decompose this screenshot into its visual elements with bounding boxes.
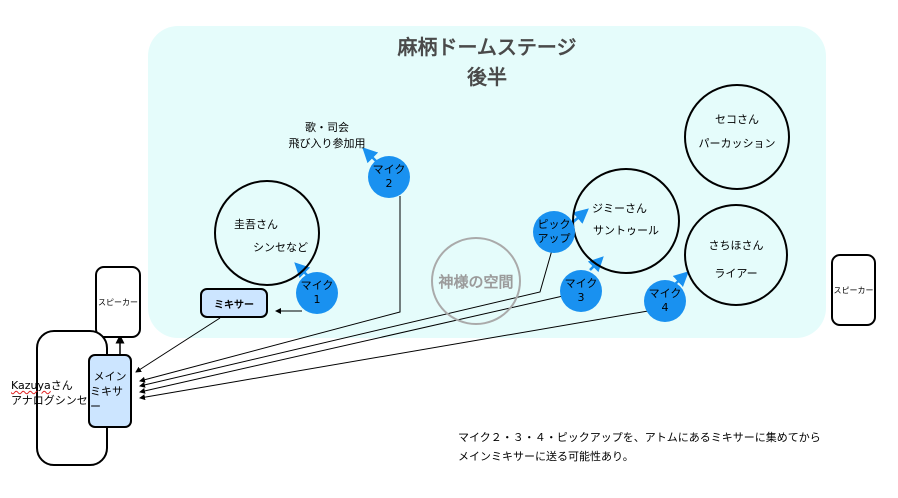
god-space-circle: 神様の空間 bbox=[431, 237, 521, 325]
pickup-mic: ピック アップ bbox=[533, 211, 575, 253]
performer-circle-seko bbox=[684, 84, 790, 190]
mic-1: マイク 1 bbox=[296, 272, 338, 314]
pickup-to-main-line bbox=[139, 249, 553, 388]
performer-circle-keigo bbox=[214, 180, 320, 286]
mic-3-number: 3 bbox=[577, 291, 585, 304]
kazuya-name: Kazuya bbox=[11, 379, 51, 392]
performer-seko-name: セコさん bbox=[715, 113, 759, 126]
mic-3: マイク 3 bbox=[560, 270, 602, 312]
performer-jimmy-role: サントゥール bbox=[593, 224, 659, 237]
mic2-to-main-line bbox=[139, 196, 401, 383]
mic-1-number: 1 bbox=[313, 293, 321, 306]
mic-4-number: 4 bbox=[661, 301, 669, 314]
mic4-to-main-line bbox=[139, 310, 649, 401]
mic-4-label: マイク bbox=[648, 287, 682, 300]
performer-keigo-role: シンセなど bbox=[253, 241, 308, 254]
pickup-line2: アップ bbox=[537, 232, 571, 245]
mic-2: マイク 2 bbox=[368, 156, 410, 198]
routing-note-line1: マイク２・３・４・ピックアップを、アトムにあるミキサーに集めてから bbox=[458, 431, 821, 444]
performer-circle-jimmy bbox=[572, 168, 680, 274]
stage-title: 麻柄ドームステージ 後半 bbox=[148, 32, 826, 92]
routing-note-line2: メインミキサーに送る可能性あり。 bbox=[458, 450, 634, 463]
mixer-to-main-line bbox=[135, 317, 221, 373]
pickup-line1: ピック bbox=[537, 218, 571, 231]
performer-seko-role: パーカッション bbox=[698, 137, 776, 150]
vocal-label-line2: 飛び入り参加用 bbox=[288, 137, 366, 150]
performer-sachiho-role: ライアー bbox=[714, 267, 758, 280]
performer-sachiho-name: さちほさん bbox=[708, 239, 764, 252]
vocal-label-line1: 歌・司会 bbox=[305, 121, 349, 134]
main-mixer-box: メイン ミキサー bbox=[88, 354, 132, 428]
speaker-right: スピーカー bbox=[831, 254, 876, 326]
kazuya-name-suffix: さん bbox=[50, 379, 73, 392]
mic-2-label: マイク bbox=[372, 163, 406, 176]
kazuya-label: Kazuyaさん アナログシンセ bbox=[11, 378, 88, 408]
performer-keigo-name: 圭吾さん bbox=[234, 218, 278, 231]
mixer-box: ミキサー bbox=[200, 288, 268, 318]
mic-1-label: マイク bbox=[300, 279, 334, 292]
routing-note: マイク２・３・４・ピックアップを、アトムにあるミキサーに集めてから メインミキサ… bbox=[458, 430, 821, 465]
mic-4: マイク 4 bbox=[644, 280, 686, 322]
main-mixer-line1: メイン bbox=[93, 369, 127, 383]
kazuya-name-line: Kazuyaさん bbox=[11, 378, 88, 393]
mic-3-label: マイク bbox=[564, 277, 598, 290]
speaker-left: スピーカー bbox=[95, 266, 141, 338]
performer-circle-sachiho bbox=[684, 204, 788, 306]
vocal-label: 歌・司会 飛び入り参加用 bbox=[282, 121, 372, 151]
mic-2-number: 2 bbox=[385, 177, 393, 190]
kazuya-role: アナログシンセ bbox=[11, 394, 88, 407]
stage-title-line2: 後半 bbox=[467, 65, 507, 89]
main-mixer-line2: ミキサー bbox=[90, 384, 123, 413]
performer-jimmy-name: ジミーさん bbox=[592, 202, 647, 215]
stage-title-line1: 麻柄ドームステージ bbox=[397, 35, 577, 59]
